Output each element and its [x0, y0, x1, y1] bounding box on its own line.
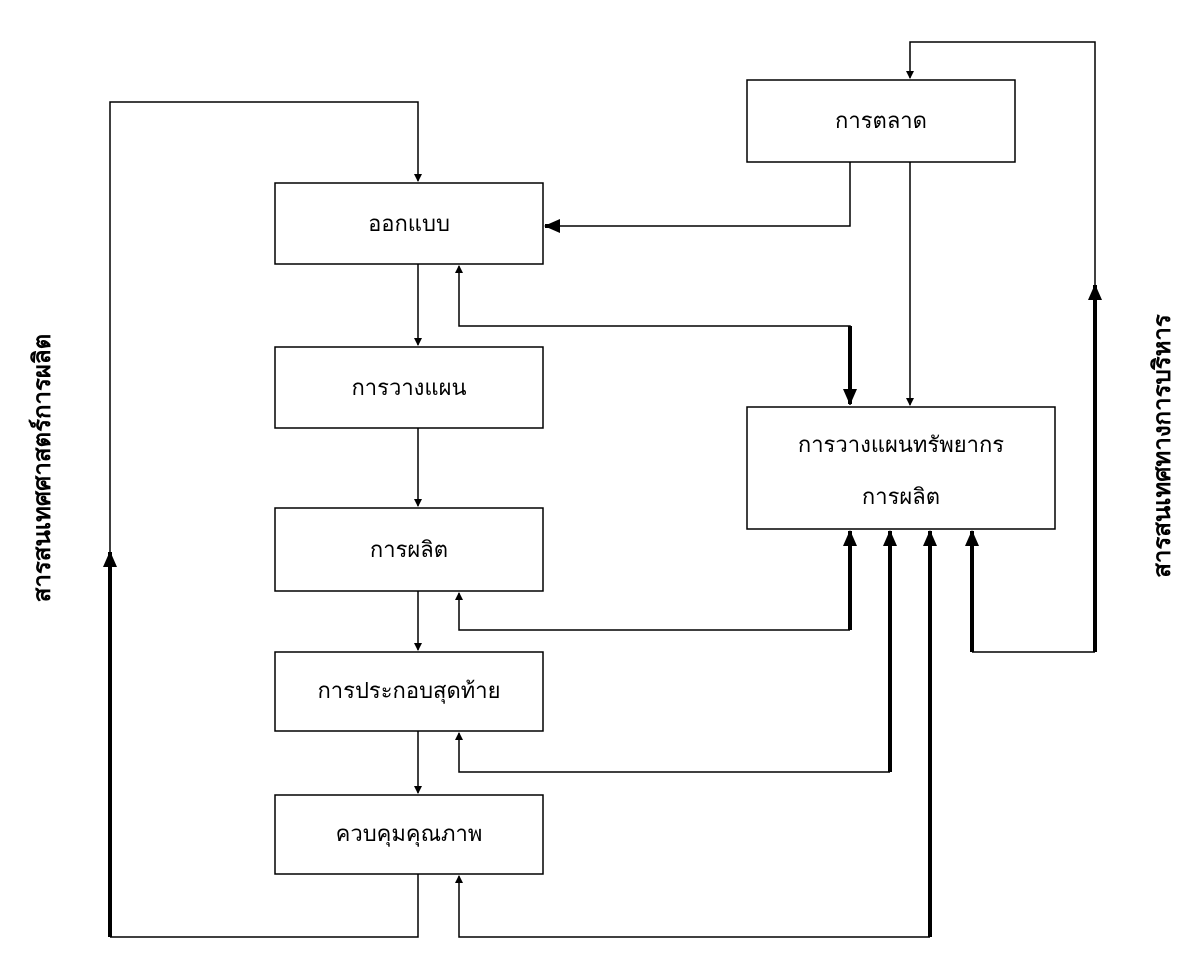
quality-control-label: ควบคุมคุณภาพ — [336, 822, 483, 847]
quality-control-node: ควบคุมคุณภาพ — [274, 794, 544, 875]
resource-planning-label-line1: การวางแผนทรัพยากร — [798, 433, 1004, 458]
right-loop-to-marketing-arrow — [906, 41, 1096, 285]
marketing-label: การตลาด — [835, 109, 927, 134]
left-loop-top-to-design-arrow — [109, 101, 422, 552]
resource-planning-node: การวางแผนทรัพยากร การผลิต — [746, 406, 1056, 530]
final-assembly-label: การประกอบสุดท้าย — [317, 679, 500, 704]
resource-to-production-arrow — [455, 592, 850, 631]
marketing-node: การตลาด — [746, 79, 1016, 163]
design-label: ออกแบบ — [368, 212, 450, 237]
resource-to-quality-arrow — [455, 875, 930, 938]
marketing-to-design-line — [560, 162, 851, 227]
design-node: ออกแบบ — [274, 182, 544, 265]
resource-to-assembly-arrow — [455, 732, 890, 773]
left-side-label: สารสนเทศศาสตร์การผลิต — [28, 334, 56, 602]
production-node: การผลิต — [274, 507, 544, 592]
planning-label: การวางแผน — [351, 376, 466, 401]
left-loop-bottom-line — [110, 874, 419, 938]
production-label: การผลิต — [370, 538, 448, 563]
final-assembly-node: การประกอบสุดท้าย — [274, 651, 544, 732]
resource-planning-label-line2: การผลิต — [862, 485, 940, 510]
right-side-label: สารสนเทศทางการบริหาร — [1148, 314, 1176, 578]
planning-node: การวางแผน — [274, 346, 544, 429]
